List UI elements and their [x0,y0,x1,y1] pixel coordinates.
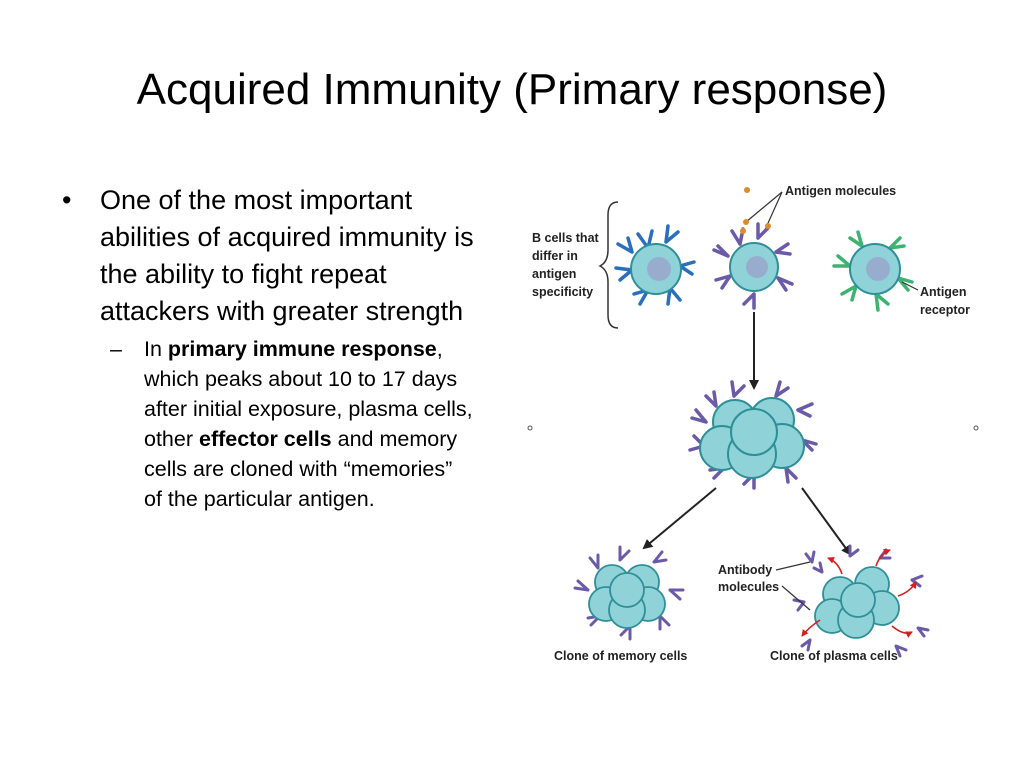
receptor-pointer-line [901,281,919,291]
antigen-pointer-line [745,191,783,223]
slide-corner-mark-right [973,425,979,431]
label-b-cells-line3: antigen [532,267,576,281]
plasma-cell-clone [814,566,900,639]
antibody-secretion-arrows [801,548,917,638]
proliferating-b-cell-cluster [688,380,818,490]
label-antigen-molecules: Antigen molecules [785,184,896,198]
bullet-list: • One of the most important abilities of… [62,182,482,514]
memory-cell-clone [573,545,685,641]
label-b-cells-line1: B cells that [532,231,600,245]
label-plasma-clone: Clone of plasma cells [770,649,898,663]
sub-bullet-text-post: and memory cells are cloned with “memori… [144,427,458,511]
label-b-cells-line2: differ in [532,249,578,263]
label-memory-clone: Clone of memory cells [554,649,687,663]
clonal-selection-diagram: B cells that differ in antigen specifici… [527,184,979,663]
label-antibody-line1: Antibody [718,563,772,577]
label-antibody-line2: molecules [718,580,779,594]
sub-bullet-bold-effector: effector cells [198,427,332,451]
b-cell-blue [614,224,696,306]
slide-corner-mark-left [527,425,533,431]
label-antigen-receptor-line1: Antigen [920,285,967,299]
b-cell-green [832,230,914,312]
antibody-pointer-line [775,561,811,571]
label-b-cells-line4: specificity [532,285,593,299]
bullet-text: One of the most important abilities of a… [100,185,474,326]
antibody-pointer-line [781,585,811,611]
arrow-to-memory-clone [642,487,717,550]
bullet-item: • One of the most important abilities of… [62,182,482,330]
sub-bullet-bold-primary: primary immune response [167,337,437,361]
sub-bullet-marker: – [110,337,122,361]
sub-bullet-text-mid: , which peaks about 10 to 17 days after … [144,337,473,451]
bullet-marker: • [62,185,72,215]
antigen-molecule [743,219,749,225]
b-cells-bracket [598,201,619,329]
label-antigen-receptor-line2: receptor [920,303,970,317]
antigen-molecule [744,187,750,193]
sub-bullet-item: – In primary immune response, which peak… [110,334,474,514]
slide-title: Acquired Immunity (Primary response) [136,65,888,114]
arrow-to-plasma-clone [801,487,852,556]
sub-bullet-text-pre: In [144,337,168,361]
b-cell-antigen-bound [712,222,794,310]
